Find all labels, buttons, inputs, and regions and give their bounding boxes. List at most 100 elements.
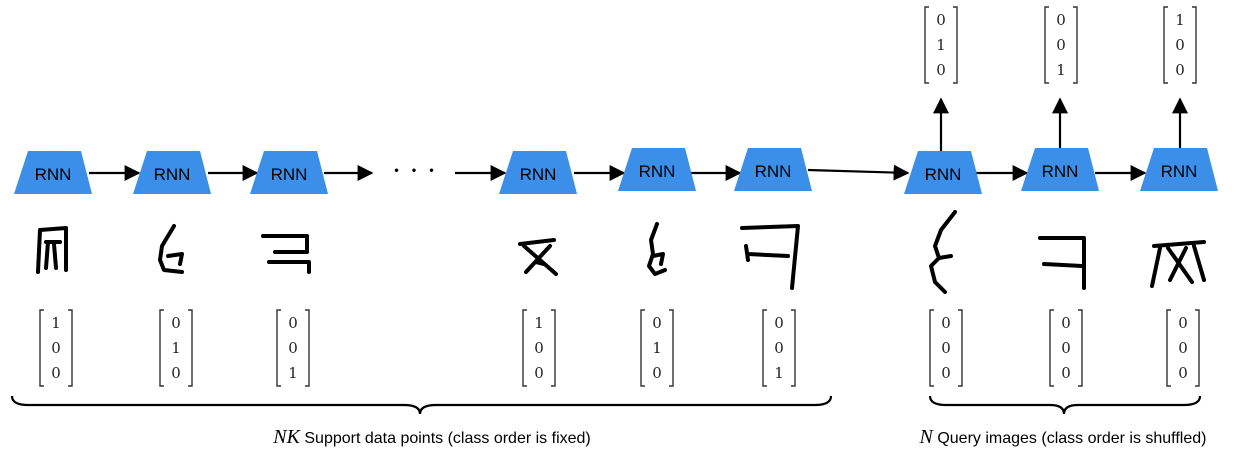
vector-entry: 1 [51, 314, 61, 332]
vector-entry: 1 [171, 339, 181, 357]
bracket-right [791, 309, 796, 387]
rnn-cell-4: RNN [499, 151, 577, 194]
vector-entry: 0 [51, 339, 61, 357]
vector-entry: 0 [774, 339, 784, 357]
bracket-right [958, 309, 963, 387]
vector-entry: 0 [1175, 61, 1185, 79]
vector-entry: 0 [652, 364, 662, 382]
vector-entry: 0 [534, 339, 544, 357]
rnn-label-5: RNN [639, 162, 676, 181]
vector-entry: 1 [774, 364, 784, 382]
query-output-vector-1: 0 1 0 [924, 6, 958, 84]
bracket-left [924, 6, 929, 84]
omniglot-glyph-c-icon [1038, 236, 1086, 290]
support-vector-1: 1 0 0 [39, 309, 73, 387]
bracket-right [1078, 309, 1083, 387]
rnn-trapezoid-4 [499, 151, 577, 194]
vector-entry: 0 [171, 364, 181, 382]
sequence-ellipsis: · · · [392, 154, 437, 187]
omniglot-glyph-a-icon [36, 226, 68, 274]
bracket-right [1073, 6, 1078, 84]
bracket-right [305, 309, 310, 387]
bracket-left [1166, 309, 1171, 387]
omniglot-glyph-c-icon [740, 224, 800, 290]
output-arrows [933, 97, 1188, 151]
query-caption-text: Query images (class order is shuffled) [933, 430, 1207, 447]
query-caption-math: N [919, 426, 935, 448]
query-caption: N Query images (class order is shuffled) [919, 426, 1207, 448]
omniglot-glyph-a-icon [1150, 240, 1206, 288]
vector-entry: 1 [652, 339, 662, 357]
rnn-label-6: RNN [755, 162, 792, 181]
support-caption: NK Support data points (class order is f… [272, 426, 591, 448]
query-input-vector-2: 0 0 0 [1049, 309, 1083, 387]
support-label-vectors: 1 0 0 0 1 0 0 0 1 1 0 0 0 [39, 309, 796, 387]
vector-entry: 1 [1175, 11, 1185, 29]
vector-entry: 0 [936, 61, 946, 79]
rnn-trapezoid-6 [734, 148, 812, 191]
glyph-icons [36, 210, 1206, 294]
rnn-label-3: RNN [271, 165, 308, 184]
rnn-cell-3: RNN [250, 151, 328, 194]
vector-entry: 0 [288, 314, 298, 332]
rnn-cell-9: RNN [1140, 148, 1218, 191]
rnn-label-1: RNN [35, 165, 72, 184]
vector-entry: 0 [941, 314, 951, 332]
rnn-trapezoid-7 [904, 151, 982, 194]
bracket-left [1163, 6, 1168, 84]
vector-entry: 0 [941, 364, 951, 382]
query-input-vector-1: 0 0 0 [929, 309, 963, 387]
query-input-vector-3: 0 0 0 [1166, 309, 1200, 387]
bracket-left [159, 309, 164, 387]
support-vector-5: 0 1 0 [640, 309, 674, 387]
bracket-right [953, 6, 958, 84]
omniglot-glyph-a-icon [518, 238, 558, 276]
bracket-left [522, 309, 527, 387]
rnn-trapezoid-2 [133, 151, 211, 194]
vector-entry: 0 [1061, 339, 1071, 357]
bracket-right [1192, 6, 1197, 84]
rnn-cell-7: RNN [904, 151, 982, 194]
rnn-cell-6: RNN [734, 148, 812, 191]
query-input-vectors: 0 0 0 0 0 0 0 0 0 [929, 309, 1200, 387]
omniglot-glyph-b-icon [929, 210, 957, 294]
vector-entry: 0 [288, 339, 298, 357]
vector-entry: 0 [1178, 339, 1188, 357]
bracket-left [762, 309, 767, 387]
vector-entry: 1 [936, 36, 946, 54]
bracket-right [68, 309, 73, 387]
rnn-label-2: RNN [154, 165, 191, 184]
support-caption-text: Support data points (class order is fixe… [300, 430, 591, 447]
bracket-left [39, 309, 44, 387]
vector-entry: 0 [936, 11, 946, 29]
vector-entry: 0 [1178, 314, 1188, 332]
bracket-right [188, 309, 193, 387]
vector-entry: 0 [1056, 11, 1066, 29]
bracket-right [669, 309, 674, 387]
bracket-left [1044, 6, 1049, 84]
rnn-label-9: RNN [1161, 162, 1198, 181]
rnn-cell-1: RNN [14, 151, 92, 194]
vector-entry: 0 [534, 364, 544, 382]
vector-entry: 1 [534, 314, 544, 332]
bracket-left [640, 309, 645, 387]
bracket-left [929, 309, 934, 387]
vector-entry: 0 [1061, 314, 1071, 332]
support-vector-6: 0 0 1 [762, 309, 796, 387]
rnn-cells: RNN RNN RNN RNN RNN RNN RNN RNN [14, 148, 1218, 194]
vector-entry: 0 [1056, 36, 1066, 54]
vector-entry: 0 [51, 364, 61, 382]
vector-entry: 0 [652, 314, 662, 332]
support-brace [10, 395, 833, 415]
support-vector-2: 0 1 0 [159, 309, 193, 387]
rnn-trapezoid-5 [618, 148, 696, 191]
query-output-vectors: 0 1 0 0 0 1 1 0 0 [924, 6, 1197, 84]
rnn-label-7: RNN [925, 165, 962, 184]
bracket-right [551, 309, 556, 387]
bracket-right [1195, 309, 1200, 387]
rnn-trapezoid-1 [14, 151, 92, 194]
vector-entry: 0 [1178, 364, 1188, 382]
support-vector-4: 1 0 0 [522, 309, 556, 387]
vector-entry: 0 [1175, 36, 1185, 54]
